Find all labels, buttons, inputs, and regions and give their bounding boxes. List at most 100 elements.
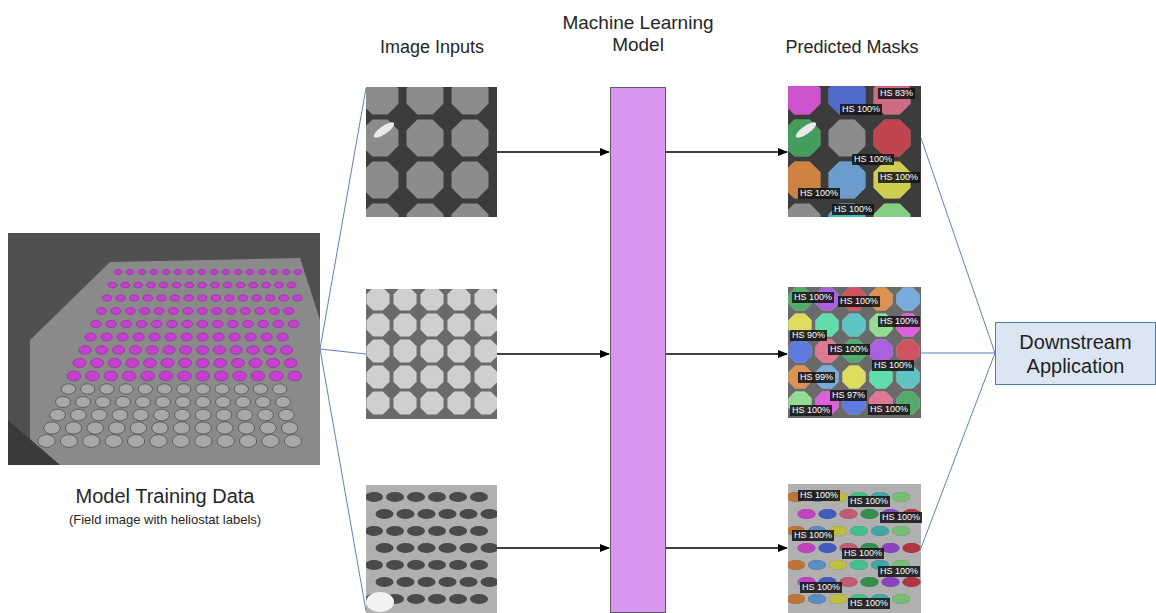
heliostat (183, 308, 193, 315)
heliostat (70, 409, 86, 421)
flow-arrow (666, 151, 787, 153)
heliostat (840, 509, 858, 519)
heliostat (366, 289, 389, 311)
heliostat (104, 371, 118, 381)
heliostat (452, 87, 489, 114)
mask-image (788, 86, 921, 217)
heliostat (174, 409, 190, 421)
input-image (366, 485, 497, 613)
heliostat (178, 371, 192, 381)
confidence-tag: HS 100% (832, 204, 874, 215)
heliostat (470, 560, 488, 570)
heliostat (428, 560, 446, 570)
heliostat (829, 594, 847, 604)
heliostat (861, 577, 879, 587)
heliostat (100, 384, 114, 394)
column-heading: Predicted Masks (785, 36, 918, 58)
heliostat (211, 295, 220, 301)
heliostat-mask (829, 560, 847, 570)
confidence-tag: HS 83% (878, 88, 915, 99)
heliostat (168, 308, 178, 315)
heliostat (196, 384, 210, 394)
heliostat (243, 320, 254, 327)
flow-arrow (497, 151, 609, 153)
heliostat (470, 594, 488, 604)
heliostat (882, 577, 900, 587)
heliostat (179, 358, 192, 367)
heliostat (788, 120, 820, 157)
heliostat (903, 577, 921, 587)
heliostat (447, 365, 470, 388)
heliostat (65, 422, 81, 434)
heliostat (270, 270, 278, 275)
heliostat (238, 422, 254, 434)
merge-line (921, 353, 995, 354)
confidence-tag: HS 100% (842, 548, 884, 559)
heliostat (130, 422, 146, 434)
heliostat (460, 509, 478, 519)
heliostat (154, 308, 164, 315)
heliostat-mask (788, 339, 811, 362)
heliostat (213, 346, 225, 355)
heliostat (196, 358, 209, 367)
heliostat (281, 346, 293, 355)
image-background (366, 485, 497, 613)
heliostat (284, 435, 301, 448)
heliostat (111, 308, 121, 315)
confidence-tag: HS 100% (840, 104, 882, 115)
confidence-tag: HS 100% (798, 490, 840, 501)
heliostat (240, 435, 257, 448)
heliostat (216, 397, 231, 408)
fan-line (320, 349, 366, 354)
heliostat (850, 560, 868, 570)
heliostat (874, 204, 911, 217)
heliostat (234, 270, 242, 275)
image-subcaption: (Field image with heliostat labels) (69, 511, 261, 528)
heliostat-mask (788, 120, 820, 157)
heliostat (393, 313, 416, 336)
heliostat-mask (874, 204, 911, 217)
heliostat (147, 282, 156, 288)
image-background (788, 484, 921, 613)
heliostat (197, 320, 208, 327)
heliostat (212, 320, 223, 327)
confidence-tag: HS 100% (848, 496, 890, 507)
heliostat (470, 526, 488, 536)
heliostat (44, 422, 60, 434)
heliostat-mask (896, 287, 919, 310)
heliostat (150, 270, 158, 275)
input-image (366, 289, 497, 419)
merge-line (921, 353, 995, 548)
heliostat (788, 594, 805, 604)
heliostat (892, 492, 910, 502)
heliostat (376, 543, 394, 553)
heliostat (138, 384, 152, 394)
heliostat (407, 526, 425, 536)
field-image (8, 233, 320, 465)
image-background (788, 287, 921, 418)
heliostat (140, 308, 150, 315)
heliostat (96, 346, 108, 355)
heliostat (278, 409, 294, 421)
heliostat (284, 358, 297, 367)
heliostat (386, 492, 404, 502)
heliostat (117, 333, 129, 341)
confidence-tag: HS 100% (790, 405, 832, 416)
heliostat (366, 204, 398, 217)
heliostat (101, 333, 113, 341)
heliostat (106, 320, 117, 327)
heliostat (819, 543, 837, 553)
heliostat (198, 270, 206, 275)
heliostat (231, 358, 244, 367)
input-image (366, 87, 497, 217)
heliostat (196, 371, 210, 381)
heliostat (73, 358, 86, 367)
heliostat (114, 270, 122, 275)
heliostat (195, 422, 211, 434)
heliostat (258, 320, 269, 327)
heliostat (819, 509, 837, 519)
fan-line (320, 88, 366, 349)
heliostat (474, 365, 497, 388)
heliostat-mask (829, 594, 847, 604)
heliostat (102, 295, 111, 301)
